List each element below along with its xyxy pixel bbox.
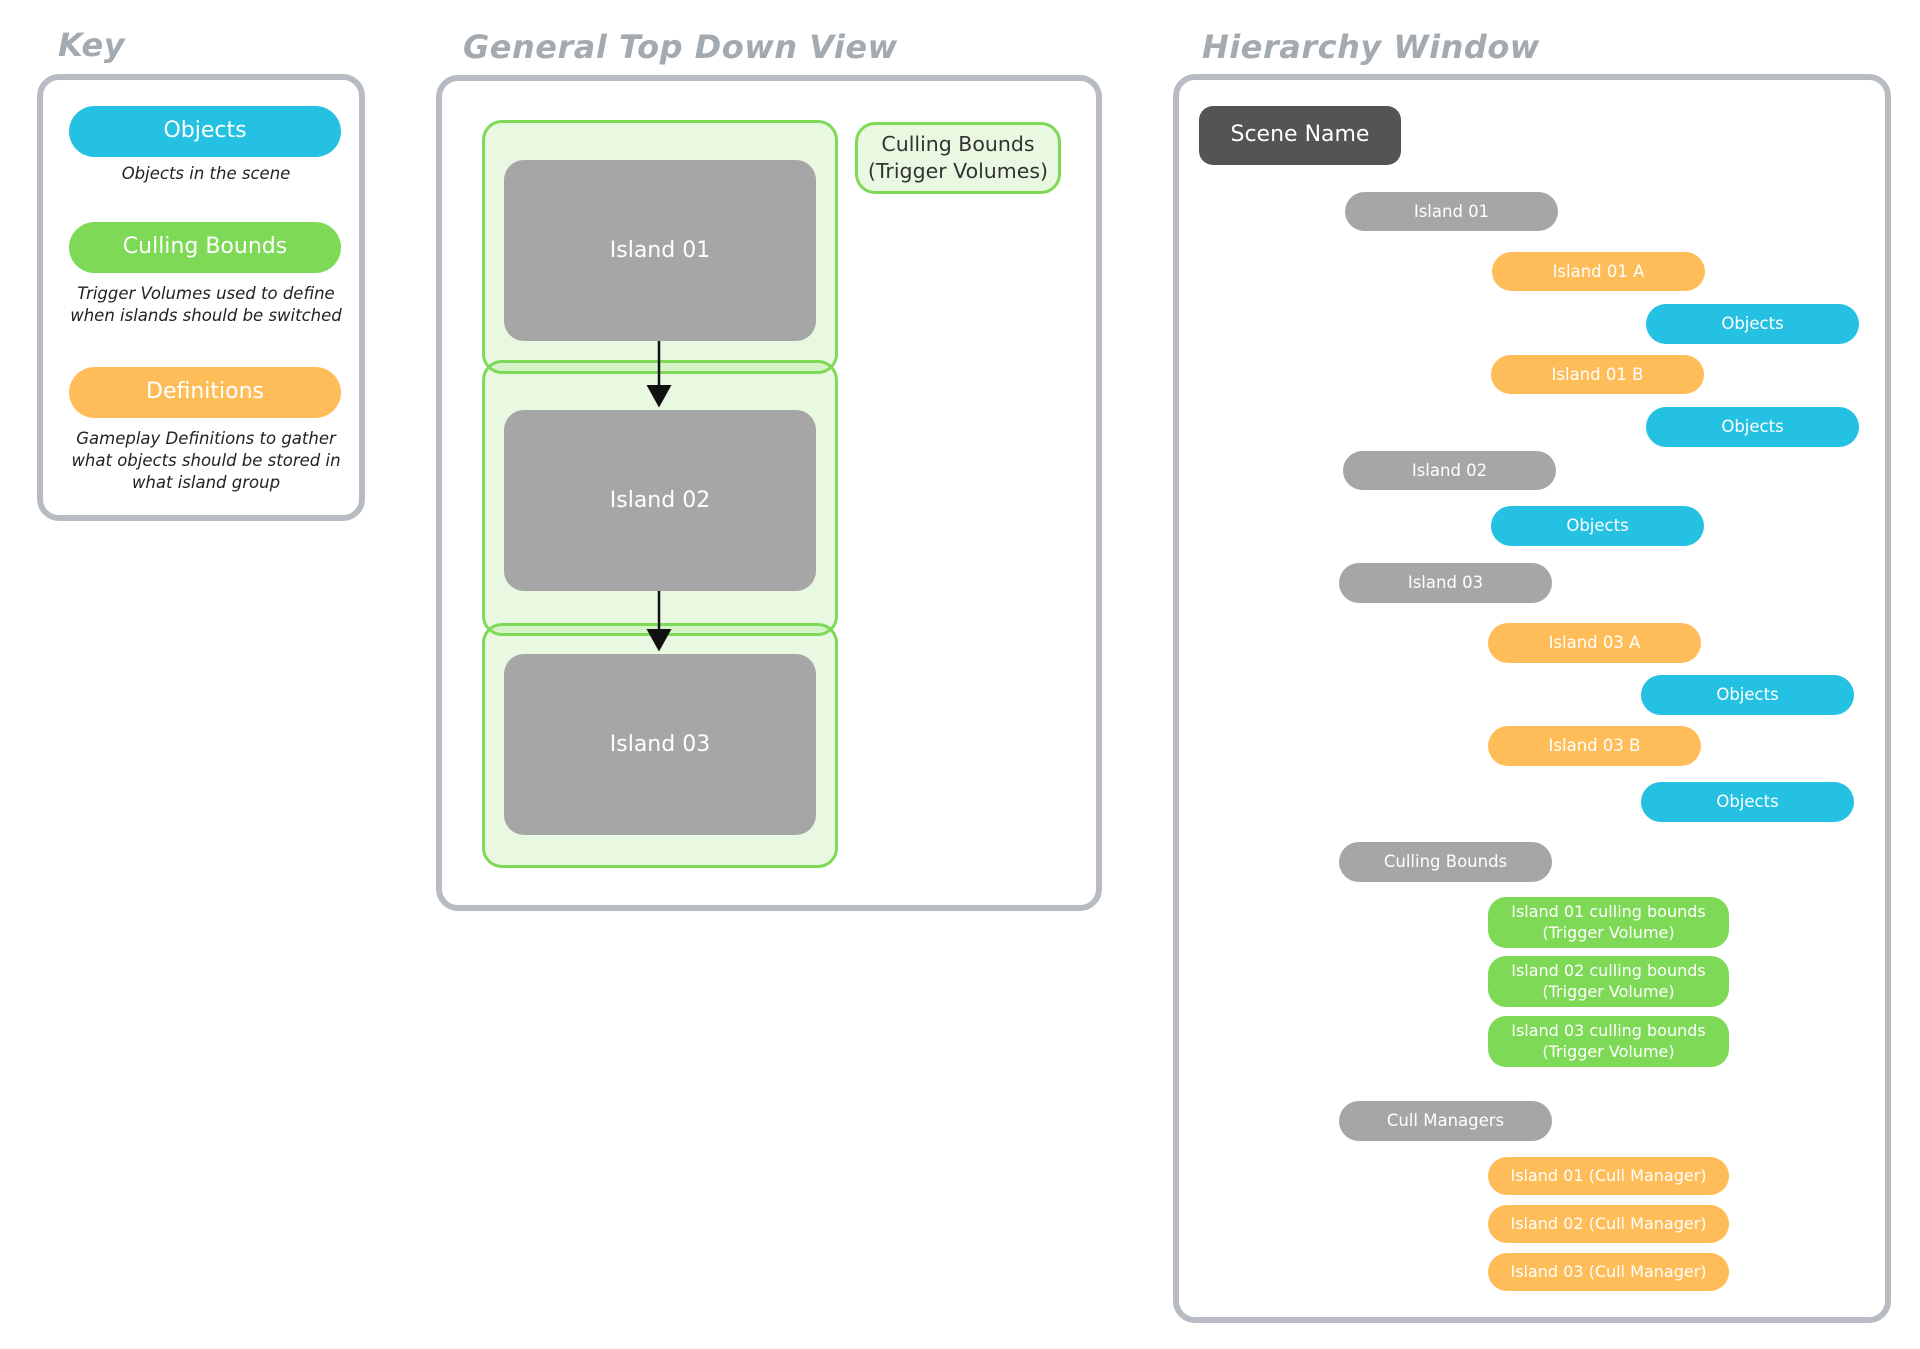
key-objects-description: Objects in the scene	[121, 164, 291, 183]
island-03-block: Island 03	[504, 654, 816, 835]
key-objects-pill: Objects	[69, 106, 341, 157]
key-definitions-description: Gameplay Definitions to gather what obje…	[71, 429, 341, 492]
island-02-culling-bounds-node: Island 02 culling bounds (Trigger Volume…	[1488, 956, 1729, 1007]
island-02-node: Island 02	[1343, 451, 1556, 490]
cull-managers-node: Cull Managers	[1339, 1101, 1552, 1141]
island-01-culling-bounds-node: Island 01 culling bounds (Trigger Volume…	[1488, 897, 1729, 948]
island-03a-objects-node: Objects	[1641, 675, 1854, 715]
key-culling-bounds-pill: Culling Bounds	[69, 222, 341, 273]
island-03a-node: Island 03 A	[1488, 623, 1701, 663]
island-03-culling-bounds-node: Island 03 culling bounds (Trigger Volume…	[1488, 1016, 1729, 1067]
island-02-block: Island 02	[504, 410, 816, 591]
island-03-node: Island 03	[1339, 563, 1552, 603]
island-02-cull-manager-node: Island 02 (Cull Manager)	[1488, 1205, 1729, 1243]
island-01a-node: Island 01 A	[1492, 252, 1705, 291]
island-03b-node: Island 03 B	[1488, 726, 1701, 766]
culling-bounds-legend: Culling Bounds (Trigger Volumes)	[855, 122, 1061, 194]
culling-bounds-node: Culling Bounds	[1339, 842, 1552, 882]
key-definitions-pill: Definitions	[69, 367, 341, 418]
hierarchy-heading: Hierarchy Window	[1202, 28, 1540, 66]
island-01-node: Island 01	[1345, 192, 1558, 231]
top-down-heading: General Top Down View	[463, 28, 898, 66]
island-01b-objects-node: Objects	[1646, 407, 1859, 447]
island-03b-objects-node: Objects	[1641, 782, 1854, 822]
key-culling-bounds-description: Trigger Volumes used to define when isla…	[70, 284, 342, 325]
island-01b-node: Island 01 B	[1491, 355, 1704, 394]
island-02-objects-node: Objects	[1491, 506, 1704, 546]
island-01-cull-manager-node: Island 01 (Cull Manager)	[1488, 1157, 1729, 1195]
island-03-cull-manager-node: Island 03 (Cull Manager)	[1488, 1253, 1729, 1291]
scene-name-node: Scene Name	[1199, 106, 1401, 165]
island-01a-objects-node: Objects	[1646, 304, 1859, 344]
island-01-block: Island 01	[504, 160, 816, 341]
key-heading: Key	[58, 26, 126, 64]
